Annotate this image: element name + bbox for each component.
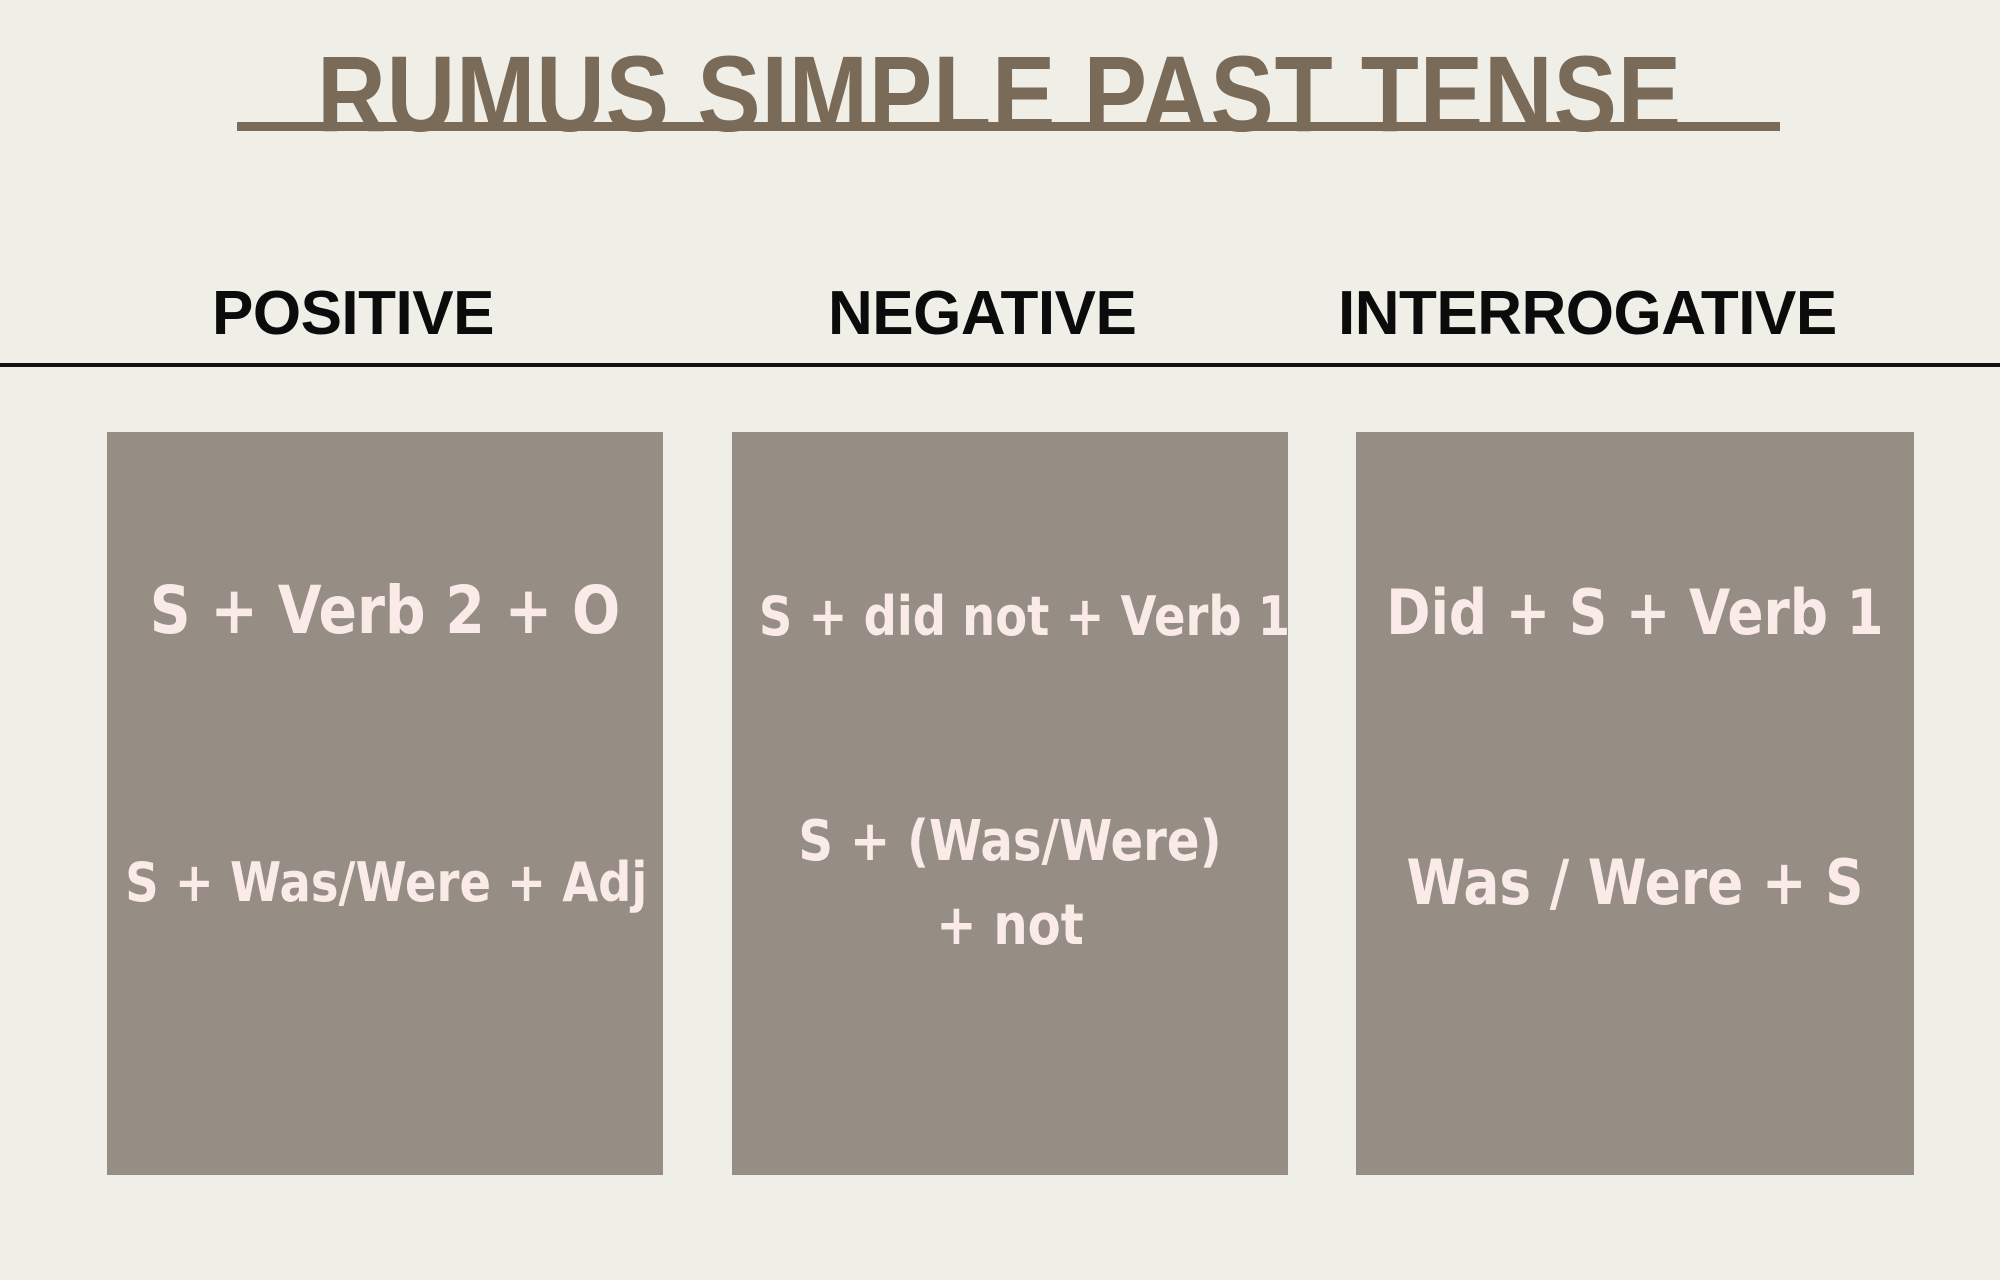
formula-card-interrogative: Did + S + Verb 1 Was / Were + S [1356,432,1914,1175]
formula-card-positive: S + Verb 2 + O S + Was/Were + Adj [107,432,663,1175]
formula-negative-verb: S + did not + Verb 1 [758,585,1291,648]
formula-negative-adjective: S + (Was/Were) + not [798,809,1222,958]
column-header-negative: NEGATIVE [828,279,1137,348]
column-header-interrogative: INTERROGATIVE [1338,279,1837,348]
header-divider-rule [0,363,2000,367]
formula-card-negative: S + did not + Verb 1 S + (Was/Were) + no… [732,432,1291,1175]
column-header-row: POSITIVE NEGATIVE INTERROGATIVE [0,278,2000,360]
column-header-positive: POSITIVE [212,279,494,348]
formula-interrogative-adjective: Was / Were + S [1406,846,1864,919]
formula-positive-verb: S + Verb 2 + O [149,572,621,649]
formula-interrogative-verb: Did + S + Verb 1 [1386,576,1884,649]
title-underline [237,122,1780,131]
formula-positive-adjective: S + Was/Were + Adj [125,851,648,914]
